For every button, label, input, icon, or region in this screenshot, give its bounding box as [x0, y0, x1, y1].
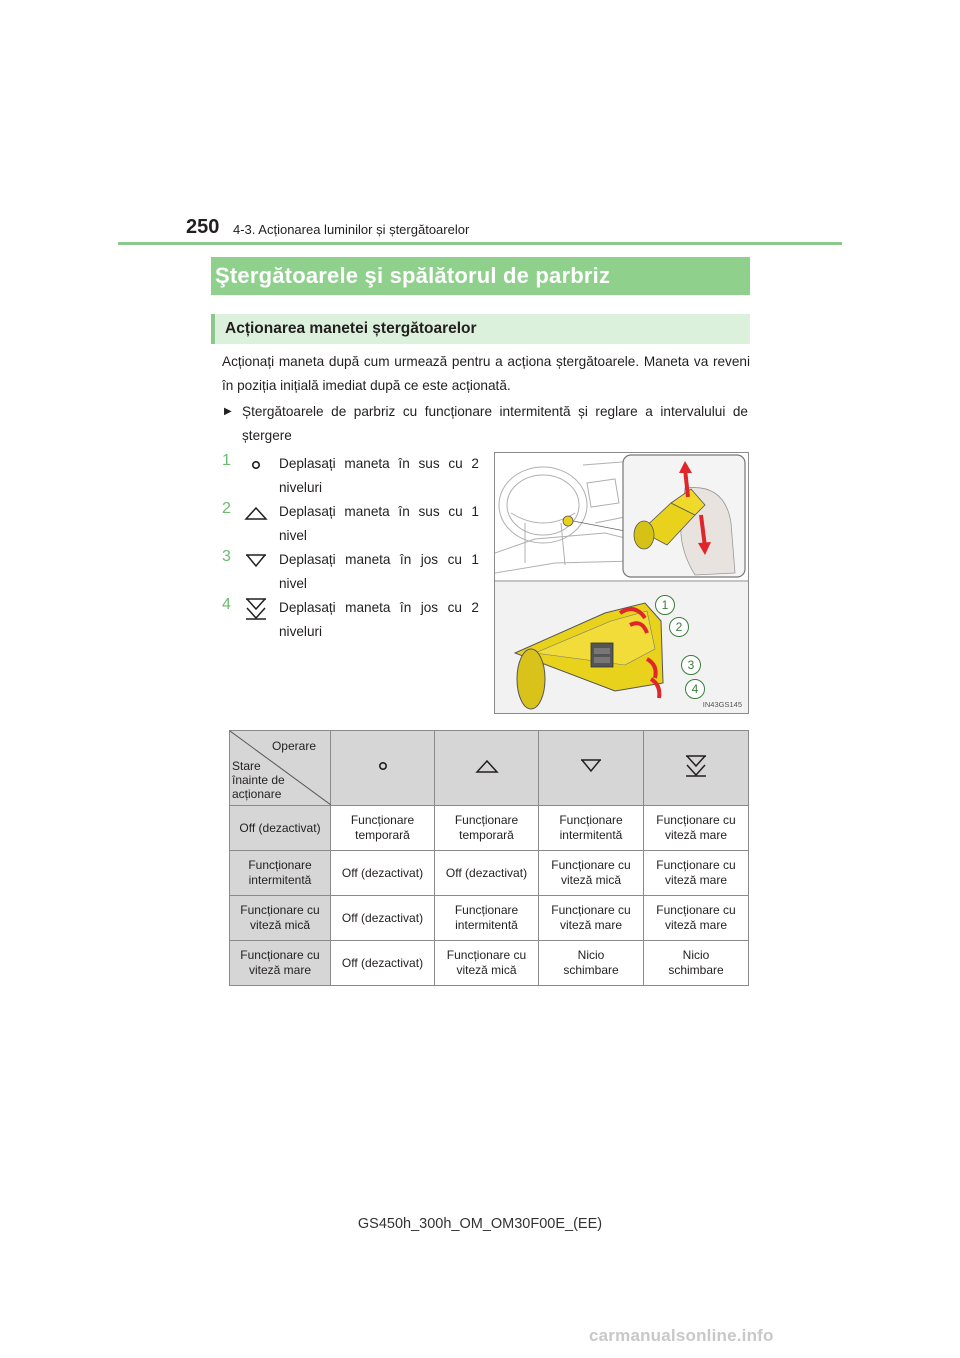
header-col-4	[643, 730, 749, 806]
mist-up-icon	[474, 754, 499, 782]
header-divider	[118, 242, 842, 245]
table-cell: Off (dezactivat)	[434, 850, 539, 896]
mist-up-icon	[244, 501, 268, 525]
image-code: IN43GS145	[702, 700, 742, 709]
bullet-text: Ștergătoarele de parbriz cu funcționare …	[242, 404, 748, 443]
table-cell: Off (dezactivat)	[330, 940, 435, 986]
subsection-title: Acționarea manetei ștergătoarelor	[211, 314, 750, 344]
int-down-icon	[579, 754, 603, 782]
circle-icon	[371, 754, 395, 782]
callout-2: 2	[669, 617, 689, 637]
chapter-title: 4-3. Acționarea luminilor și ștergătoare…	[233, 222, 470, 237]
fast-down-icon	[244, 597, 268, 621]
callout-1: 1	[655, 595, 675, 615]
corner-label-operation: Operare	[271, 739, 316, 753]
step-number: 3	[222, 548, 231, 565]
document-code: GS450h_300h_OM_OM30F00E_(EE)	[357, 1216, 603, 1232]
step-number: 2	[222, 500, 231, 517]
bullet-arrow-icon: ▶	[224, 406, 232, 417]
intro-paragraph: Acționați maneta după cum urmează pentru…	[222, 354, 750, 393]
section-title: Ştergătoarele şi spălătorul de parbriz	[211, 257, 750, 295]
corner-diagonal	[230, 731, 331, 805]
header-col-3	[538, 730, 644, 806]
page-number: 250	[186, 216, 220, 238]
step-number: 4	[222, 596, 231, 613]
fast-down-icon	[684, 754, 708, 782]
header-col-1	[330, 730, 435, 806]
circle-icon	[244, 453, 268, 477]
callout-4: 4	[685, 679, 705, 699]
step-number: 1	[222, 452, 231, 469]
table-cell: Off (dezactivat)	[330, 895, 435, 941]
int-down-icon	[244, 549, 268, 573]
header-col-2	[434, 730, 539, 806]
illustration-drawing	[495, 453, 748, 713]
row-state-cell: Off (dezactivat)	[229, 805, 331, 851]
callout-3: 3	[681, 655, 701, 675]
table-cell: Off (dezactivat)	[330, 850, 435, 896]
site-watermark: carmanualsonline.info	[589, 1326, 774, 1345]
